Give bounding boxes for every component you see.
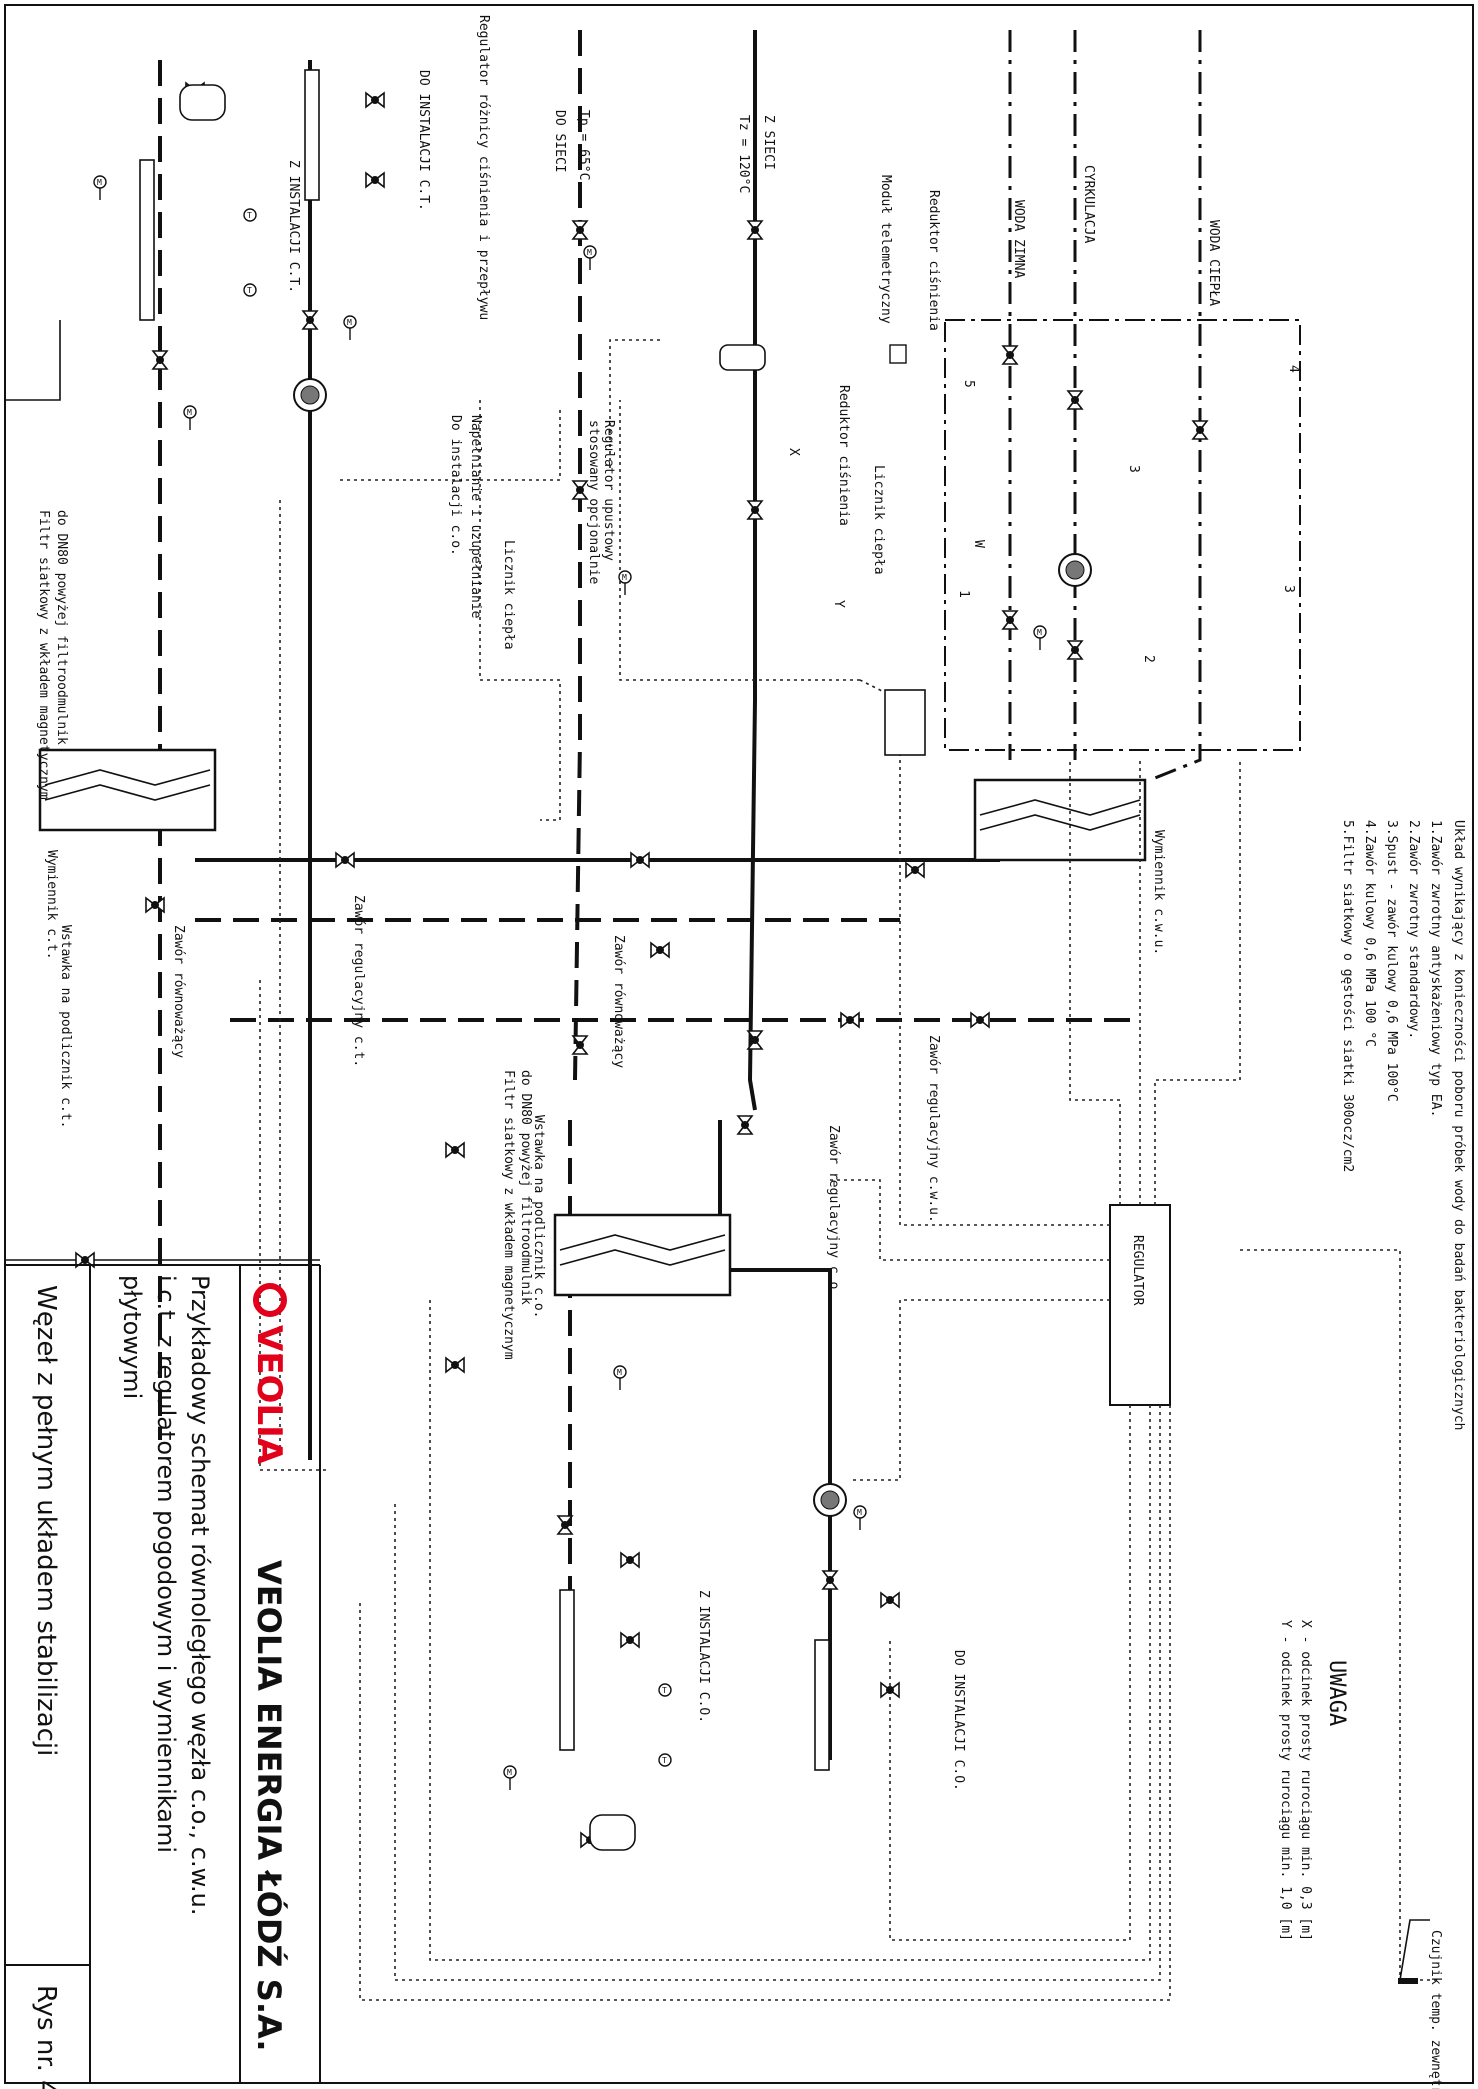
- callout-4: 4: [1286, 365, 1301, 373]
- subtitle: Węzeł z pełnym układem stabilizacji: [31, 1285, 61, 1756]
- label-wstawka-co: Wstawka na podlicznik c.o.: [531, 1115, 546, 1319]
- desc-line-3: płytowymi: [118, 1275, 146, 1399]
- label-do-sieci: DO SIECI: [552, 110, 567, 173]
- sheet-frame: [4, 4, 1474, 2084]
- label-filtr-ct-2: do DN80 powyżej filtroodmulnik: [54, 510, 69, 745]
- label-licznik-ciepla-2: Licznik ciepła: [501, 540, 516, 650]
- label-zawor-regulacyjny-co: Zawór regulacyjny c.o.: [826, 1125, 841, 1297]
- label-zawor-regulacyjny-cwu: Zawór regulacyjny c.w.u.: [926, 1035, 941, 1223]
- marker-w: W: [971, 540, 986, 548]
- logo-text: VEOLIA: [249, 1325, 289, 1465]
- diagram-labels: Z SIECI Tz = 120°C DO SIECI Tp = 65°C Re…: [36, 15, 1443, 2089]
- label-modul-telemetryczny: Moduł telemetryczny: [878, 175, 893, 324]
- label-zawor-rownowazacy-1: Zawór równoważący: [171, 925, 186, 1058]
- regulator-label: REGULATOR: [1130, 1235, 1145, 1306]
- outdoor-sensor-icon: [1398, 1919, 1430, 1984]
- marker-y: Y: [831, 600, 846, 608]
- label-filtr-co-1: Filtr siatkowy z wkładem magnetycznym: [501, 1070, 516, 1360]
- label-tz: Tz = 120°C: [736, 115, 751, 193]
- label-zawor-regulacyjny-ct: Zawór regulacyjny c.t.: [351, 895, 366, 1067]
- legend-item-4: 4.Zawór kulowy 0,6 MPa 100 °C: [1362, 820, 1377, 1047]
- label-regulator-roznicy: Regulator różnicy ciśnienia i przepływu: [476, 15, 491, 320]
- expansion-vessels: [179, 84, 766, 1851]
- callout-3b: 3: [1281, 585, 1296, 593]
- label-do-instalacji-co: DO INSTALACJI C.O.: [951, 1650, 966, 1791]
- callout-numbers: 5 4 3 3 1 2: [956, 365, 1301, 663]
- legend-item-1: 1.Zawór zwrotny antyskażeniowy typ EA.: [1428, 820, 1443, 1117]
- label-reduktor-2: Reduktor ciśnienia: [836, 385, 851, 526]
- desc-line-1: Przykładowy schemat równoległego węzła c…: [186, 1275, 214, 1916]
- label-zawor-rownowazacy-2: Zawór równoważący: [611, 935, 626, 1068]
- label-cyrkulacja: CYRKULACJA: [1081, 165, 1096, 243]
- uwaga-notes: UWAGA X - odcinek prosty rurociągu min. …: [1278, 1620, 1349, 1941]
- uwaga-y: Y - odcinek prosty rurociągu min. 1,0 [m…: [1278, 1620, 1293, 1941]
- label-z-instalacji-co: Z INSTALACJI C.O.: [696, 1590, 711, 1723]
- desc-line-2: i c.t. z regulatorem pogodowym i wymienn…: [152, 1275, 180, 1853]
- sampling-assembly-box: [944, 319, 1301, 751]
- label-licznik-ciepla-1: Licznik ciepła: [871, 465, 886, 575]
- label-stosowany-opcjonalnie: stosowany opcjonalnie: [586, 420, 601, 585]
- manifolds: [139, 69, 830, 1771]
- callout-2: 2: [1141, 655, 1156, 663]
- veolia-logo: VEOLIA: [249, 1283, 289, 1465]
- legend-item-3: 3.Spust - zawór kulowy 0,6 MPa 100°C: [1384, 820, 1399, 1102]
- label-wstawka-ct: Wstawka na podlicznik c.t.: [58, 925, 73, 1129]
- signal-wiring: [259, 339, 1440, 2001]
- company-name: VEOLIA ENERGIA ŁÓDŹ S.A.: [250, 1560, 289, 2051]
- label-wymiennik-cwu: Wymiennik c.w.u.: [1151, 830, 1166, 955]
- label-wymiennik-ct: Wymiennik c.t.: [44, 850, 59, 960]
- label-tp: Tp = 65°C: [576, 110, 591, 180]
- title-block: VEOLIA VEOLIA ENERGIA ŁÓDŹ S.A. Przykład…: [5, 1264, 321, 2089]
- legend-title: Układ wynikający z konieczności poboru p…: [1451, 820, 1466, 1430]
- label-reduktor-1: Reduktor ciśnienia: [926, 190, 941, 331]
- label-filtr-co-2: do DN80 powyżej filtroodmulnik: [518, 1070, 533, 1305]
- drawing-number: Rys nr. 4a: [31, 1985, 61, 2089]
- legend: Układ wynikający z konieczności poboru p…: [1340, 820, 1466, 1430]
- valves: [75, 82, 1208, 1848]
- label-napelnianie: Napełnianie i uzupełnianie: [468, 415, 483, 619]
- heat-exchanger-cwu: [973, 778, 1147, 862]
- pipework: [5, 30, 1202, 1760]
- label-do-instalacji-co-small: Do instalacji c.o.: [448, 415, 463, 556]
- callout-3a: 3: [1126, 465, 1141, 473]
- heat-meter-unit: [884, 689, 926, 756]
- label-z-sieci: Z SIECI: [761, 115, 776, 170]
- legend-item-5: 5.Filtr siatkowy o gęstości siatki 300oc…: [1340, 820, 1355, 1172]
- marker-x: X: [786, 448, 801, 456]
- uwaga-title: UWAGA: [1324, 1660, 1349, 1726]
- pumps: [293, 378, 1092, 1517]
- callout-1: 1: [956, 590, 971, 598]
- heat-exchanger-co: [553, 1213, 732, 1297]
- label-regulator-upustowy: Regulator upustowy: [601, 420, 616, 561]
- label-czujnik: Czujnik temp. zewnętrznej: [1428, 1930, 1443, 2089]
- label-woda-ciepla: WODA CIEPŁA: [1206, 220, 1221, 306]
- uwaga-x: X - odcinek prosty rurociągu min. 0,3 [m…: [1298, 1620, 1313, 1941]
- label-z-instalacji-ct: Z INSTALACJI C.T.: [286, 160, 301, 293]
- label-filtr-ct-1: Filtr siatkowy z wkładem magnetycznym: [36, 510, 51, 800]
- label-woda-zimna: WODA ZIMNA: [1011, 200, 1026, 278]
- heat-exchanger-ct: [38, 748, 217, 832]
- telemetry-module: [889, 344, 907, 364]
- label-do-instalacji-ct: DO INSTALACJI C.T.: [416, 70, 431, 211]
- callout-5: 5: [961, 380, 976, 388]
- legend-item-2: 2.Zawór zwrotny standardowy.: [1406, 820, 1421, 1039]
